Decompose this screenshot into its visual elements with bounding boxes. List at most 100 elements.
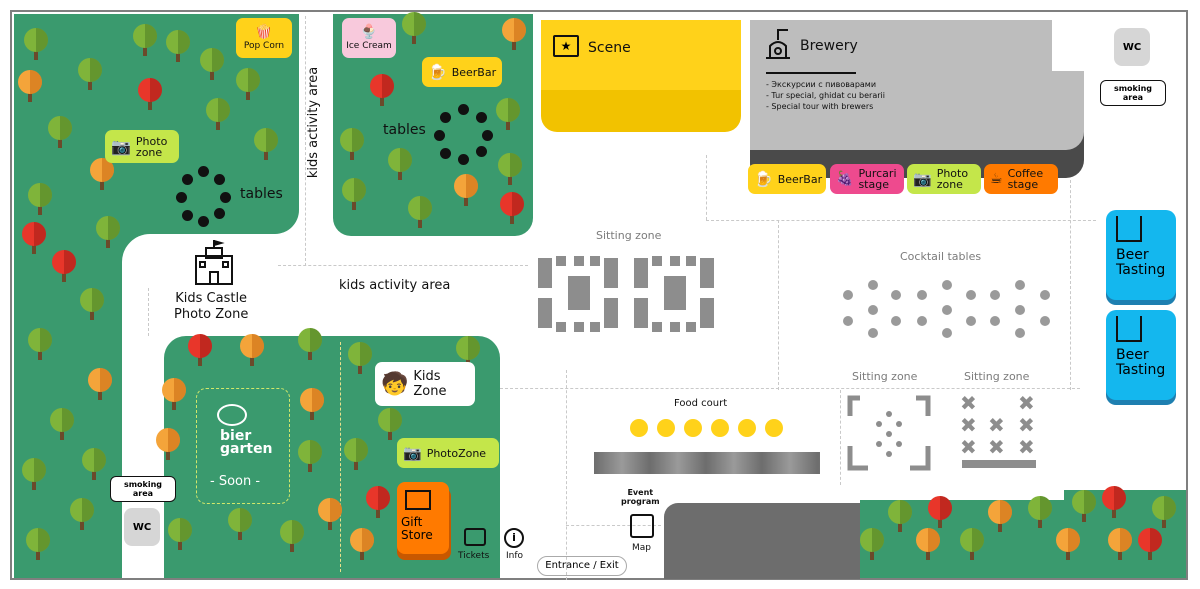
path-line [305, 16, 306, 266]
coffee-stage[interactable]: ☕ Coffee stage [984, 164, 1058, 194]
smoking-area-west[interactable]: smoking area [110, 476, 176, 502]
icecream-icon: 🍨 [360, 23, 378, 40]
food-icon [711, 419, 729, 437]
info-icon: i [504, 528, 524, 548]
tree-icon [388, 148, 412, 180]
tree-icon [28, 183, 52, 215]
beer-mug-icon: 🍺 [754, 169, 773, 188]
tree-icon [1108, 528, 1132, 560]
scene-label: Scene [588, 40, 631, 56]
beerbar-north[interactable]: 🍺 BeerBar [422, 57, 502, 87]
entrance-exit[interactable]: Entrance / Exit [537, 556, 627, 576]
tree-icon [1102, 486, 1126, 518]
path-curve [122, 234, 182, 294]
tree-icon [168, 518, 192, 550]
map-icon [630, 514, 654, 538]
svg-text:✖: ✖ [988, 435, 1005, 459]
coffee-label: Coffee stage [1007, 167, 1044, 191]
park-west-lower [14, 230, 122, 578]
brewery-cutout [1052, 16, 1088, 71]
beer-tasting-1[interactable]: Beer Tasting [1106, 210, 1176, 300]
tickets-label[interactable]: Tickets [458, 551, 490, 561]
gift-store-label: Gift Store [401, 515, 433, 542]
kids-activity-vertical-label: kids activity area [306, 66, 322, 179]
path-line [706, 220, 1096, 221]
kids-zone-label: Kids Zone [413, 369, 447, 399]
tree-icon [500, 192, 524, 224]
tree-icon [860, 528, 884, 560]
tree-icon [1028, 496, 1052, 528]
icecream-stand[interactable]: 🍨 Ice Cream [342, 18, 396, 58]
purcari-label: Purcari stage [858, 167, 897, 191]
biergarten-logo-icon [217, 404, 247, 426]
path-line [706, 155, 707, 220]
camera-icon: 📷 [111, 137, 131, 156]
tree-icon [90, 158, 114, 190]
tree-icon [78, 58, 102, 90]
tree-icon [80, 288, 104, 320]
entrance-label: Entrance / Exit [545, 560, 619, 571]
tree-icon [24, 28, 48, 60]
tree-icon [456, 336, 480, 368]
path-line [840, 390, 841, 485]
path-line [500, 388, 1080, 389]
brewery-icon [762, 28, 794, 62]
svg-text:✖: ✖ [988, 413, 1005, 437]
map-label[interactable]: Map [632, 543, 651, 553]
photo-zone-east-label: Photo zone [936, 167, 969, 191]
tickets-icon [464, 528, 486, 546]
tasting-tower-icon [1116, 316, 1142, 342]
cocktail-tables-label: Cocktail tables [900, 250, 982, 263]
sitting-zone-center [538, 256, 714, 332]
sitting-zone-east1-label: Sitting zone [852, 370, 918, 383]
tree-icon [1072, 490, 1096, 522]
path-line [340, 342, 341, 572]
sitting-zone-east1 [847, 395, 931, 471]
tree-icon [162, 378, 186, 410]
photo-zone-east[interactable]: 📷 Photo zone [907, 164, 981, 194]
purcari-stage[interactable]: 🍇 Purcari stage [830, 164, 904, 194]
photozone-kids[interactable]: 📷 PhotoZone [397, 438, 499, 468]
tree-icon [502, 18, 526, 50]
brewery-divider [766, 72, 856, 74]
food-icon [738, 419, 756, 437]
tree-icon [498, 153, 522, 185]
tree-icon [342, 178, 366, 210]
tree-icon [28, 328, 52, 360]
wc-north[interactable]: WC [1114, 28, 1150, 66]
tree-icon [348, 342, 372, 374]
tree-icon [1138, 528, 1162, 560]
tree-icon [988, 500, 1012, 532]
tree-icon [298, 440, 322, 472]
beer-tasting-2[interactable]: Beer Tasting [1106, 310, 1176, 400]
photo-zone-west[interactable]: 📷 Photo zone [105, 130, 179, 163]
gift-store[interactable]: Gift Store [397, 482, 449, 554]
svg-text:✖: ✖ [960, 413, 977, 437]
tree-icon [378, 408, 402, 440]
info-label[interactable]: Info [506, 551, 524, 561]
tree-icon [22, 458, 46, 490]
kids-activity-label: kids activity area [339, 278, 451, 293]
popcorn-label: Pop Corn [243, 40, 285, 51]
popcorn-stand[interactable]: 🍿 Pop Corn [236, 18, 292, 58]
tree-icon [240, 334, 264, 366]
tree-icon [254, 128, 278, 160]
beerbar-label: BeerBar [777, 172, 823, 186]
biergarten-zone[interactable] [196, 388, 290, 504]
beerbar-east[interactable]: 🍺 BeerBar [748, 164, 826, 194]
kids-zone[interactable]: 🧒 Kids Zone [375, 362, 475, 406]
food-court-label: Food court [674, 398, 728, 409]
wc-label: WC [1122, 41, 1142, 53]
tree-icon [928, 496, 952, 528]
brewery-building[interactable] [750, 20, 1084, 150]
smoking-area-north[interactable]: smoking area [1100, 80, 1166, 106]
coffee-bean-icon: ☕ [990, 170, 1003, 187]
photozone-label: PhotoZone [426, 446, 487, 460]
tree-icon [454, 174, 478, 206]
smoking-label: smoking area [123, 480, 163, 498]
wc-west[interactable]: WC [124, 508, 160, 546]
gift-store-icon [405, 490, 431, 510]
tree-icon [350, 528, 374, 560]
stage-icon: ★ [553, 35, 579, 57]
tree-icon [236, 68, 260, 100]
